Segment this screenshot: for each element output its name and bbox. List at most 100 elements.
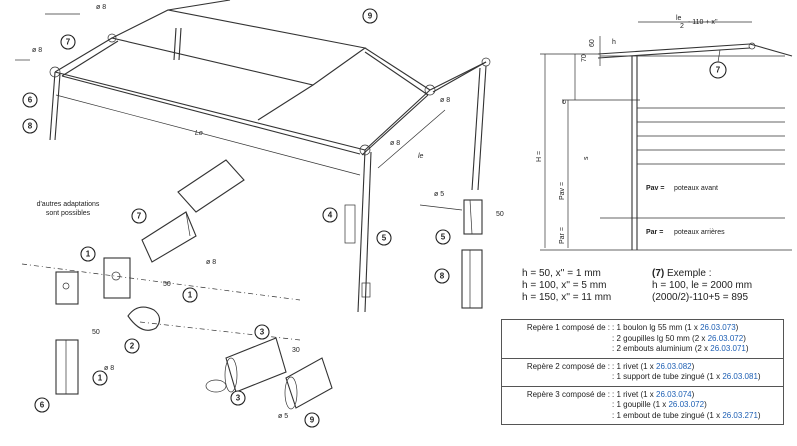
dim-phi5-bottom: ø 5 xyxy=(278,413,288,420)
pav-legend-key: Pav = xyxy=(646,185,665,192)
parts-item: : 1 rivet (1 x 26.03.074) xyxy=(612,389,695,399)
part-ref: 26.03.081 xyxy=(722,372,758,381)
dim-phi8-right: ø 8 xyxy=(390,140,400,147)
pav-legend-text: poteaux avant xyxy=(674,185,718,192)
dim-50-small: 50 xyxy=(92,329,100,336)
dim-50-tube: 50 xyxy=(163,281,171,288)
section-d60: 60 xyxy=(589,39,596,47)
callout-5-post: 5 xyxy=(435,229,451,245)
svg-text:6: 6 xyxy=(28,96,33,105)
dim-phi8-mid: ø 8 xyxy=(440,97,450,104)
part-ref: 26.03.271 xyxy=(722,410,758,420)
svg-text:7: 7 xyxy=(716,66,721,75)
svg-text:1: 1 xyxy=(86,250,91,259)
svg-text:6: 6 xyxy=(40,401,45,410)
example-line-2: (2000/2)-110+5 = 895 xyxy=(652,292,749,303)
dim-le-side: le xyxy=(418,153,424,160)
parts-table: Repère 1 composé de :: 1 boulon lg 55 mm… xyxy=(501,319,784,425)
parts-group-label: Repère 1 composé de : xyxy=(526,323,610,332)
parts-group-3: Repère 3 composé de :: 1 rivet (1 x 26.0… xyxy=(502,387,783,425)
svg-text:4: 4 xyxy=(328,211,333,220)
post-detail: 50 ø 5 xyxy=(419,191,504,309)
svg-text:3: 3 xyxy=(260,328,265,337)
part-ref: 26.03.072 xyxy=(668,400,705,409)
svg-text:1: 1 xyxy=(98,374,103,383)
par-legend-key: Par = xyxy=(646,229,663,236)
section-d70: 70 xyxy=(581,54,588,62)
callout-9-top: 9 xyxy=(362,8,378,24)
parts-item: : 2 embouts aluminium (2 x 26.03.071) xyxy=(612,344,749,353)
section-s: s xyxy=(583,156,590,160)
parts-item: : 2 goupilles lg 50 mm (2 x 26.03.072) xyxy=(612,333,746,343)
section-le-rest: - 110 + x'' xyxy=(688,19,718,26)
example-line-1: h = 100, le = 2000 mm xyxy=(652,280,753,291)
parts-item: : 1 rivet (1 x 26.03.082) xyxy=(612,361,695,371)
frame-ridge-tube xyxy=(110,9,367,86)
section-Pav: Pav = xyxy=(559,182,566,200)
dim-phi5-post: ø 5 xyxy=(434,191,444,198)
part-ref: 26.03.082 xyxy=(656,361,692,371)
callout-6-frame: 6 xyxy=(22,92,38,108)
example-number: (7) xyxy=(652,268,665,279)
svg-text:5: 5 xyxy=(382,234,387,243)
parts-group-2: Repère 2 composé de :: 1 rivet (1 x 26.0… xyxy=(502,359,783,387)
formula-line-1: h = 50, x'' = 1 mm xyxy=(522,268,601,279)
svg-text:2: 2 xyxy=(130,342,135,351)
tent-frame: Le le ø 8 ø 8 ø 8 ø 8 xyxy=(15,0,491,313)
callout-7-section: 7 xyxy=(709,61,727,79)
par-legend-text: poteaux arrières xyxy=(674,229,725,236)
section-Par: Par = xyxy=(559,227,566,244)
callout-4-frame: 4 xyxy=(322,207,338,223)
section-drawing: le 2 - 110 + x'' 60 h 70 e s H = Pav = P… xyxy=(536,15,793,251)
svg-text:8: 8 xyxy=(28,122,33,131)
formula-line-3: h = 150, x'' = 11 mm xyxy=(522,292,612,303)
parts-item: : 1 embout de tube zingué (1 x 26.03.271… xyxy=(612,410,761,420)
exploded-view: 50 50 ø 8 ø 8 30 ø 5 d'autres adaptation… xyxy=(21,159,333,420)
svg-text:8: 8 xyxy=(440,272,445,281)
callout-7-top: 7 xyxy=(60,34,76,50)
callout-1-left: 1 xyxy=(80,246,96,262)
adaptation-note-line-2: sont possibles xyxy=(46,210,91,217)
callout-6-bottom: 6 xyxy=(34,397,50,413)
part-ref: 26.03.074 xyxy=(656,389,692,399)
callout-3-bottom: 3 xyxy=(230,390,246,406)
svg-text:5: 5 xyxy=(441,233,446,242)
section-H: H = xyxy=(536,151,543,162)
parts-group-label: Repère 2 composé de : xyxy=(526,361,610,371)
callout-1-mid: 1 xyxy=(182,287,198,303)
part-ref: 26.03.073 xyxy=(700,323,736,332)
dim-le-frame: Le xyxy=(195,130,203,137)
adaptation-note-line-1: d'autres adaptations xyxy=(37,201,100,208)
parts-group-1: Repère 1 composé de :: 1 boulon lg 55 mm… xyxy=(502,320,783,359)
section-le-label: le xyxy=(676,15,682,22)
callout-7-exploded: 7 xyxy=(131,208,147,224)
parts-item: : 1 goupille (1 x 26.03.072) xyxy=(612,400,707,409)
dim-phi8-top: ø 8 xyxy=(96,4,106,11)
callout-8-post: 8 xyxy=(434,268,450,284)
callout-3-top: 3 xyxy=(254,324,270,340)
callout-1-bottom: 1 xyxy=(92,370,108,386)
callout-8-frame: 8 xyxy=(22,118,38,134)
parts-group-label: Repère 3 composé de : xyxy=(526,389,610,399)
dim-phi8-left: ø 8 xyxy=(32,47,42,54)
callout-5-frame: 5 xyxy=(376,230,392,246)
dim-phi8-bottom: ø 8 xyxy=(104,365,114,372)
callouts: 9 7 6 8 4 5 5 8 7 1 1 2 3 3 1 6 9 xyxy=(22,8,451,428)
svg-text:1: 1 xyxy=(188,291,193,300)
svg-text:9: 9 xyxy=(368,12,373,21)
part-ref: 26.03.072 xyxy=(707,333,744,343)
dim-phi8-exploded: ø 8 xyxy=(206,259,216,266)
example-title: Exemple : xyxy=(667,268,712,279)
svg-text:3: 3 xyxy=(236,394,241,403)
formula-line-2: h = 100, x'' = 5 mm xyxy=(522,280,607,291)
section-e: e xyxy=(561,100,568,104)
section-h: h xyxy=(612,39,616,46)
formula-example: (7) Exemple : h = 100, le = 2000 mm (200… xyxy=(652,268,752,304)
section-le-denom: 2 xyxy=(680,23,684,30)
dim-30: 30 xyxy=(292,347,300,354)
parts-item: : 1 support de tube zingué (1 x 26.03.08… xyxy=(612,372,761,381)
svg-text:9: 9 xyxy=(310,416,315,425)
dim-50-post: 50 xyxy=(496,211,504,218)
